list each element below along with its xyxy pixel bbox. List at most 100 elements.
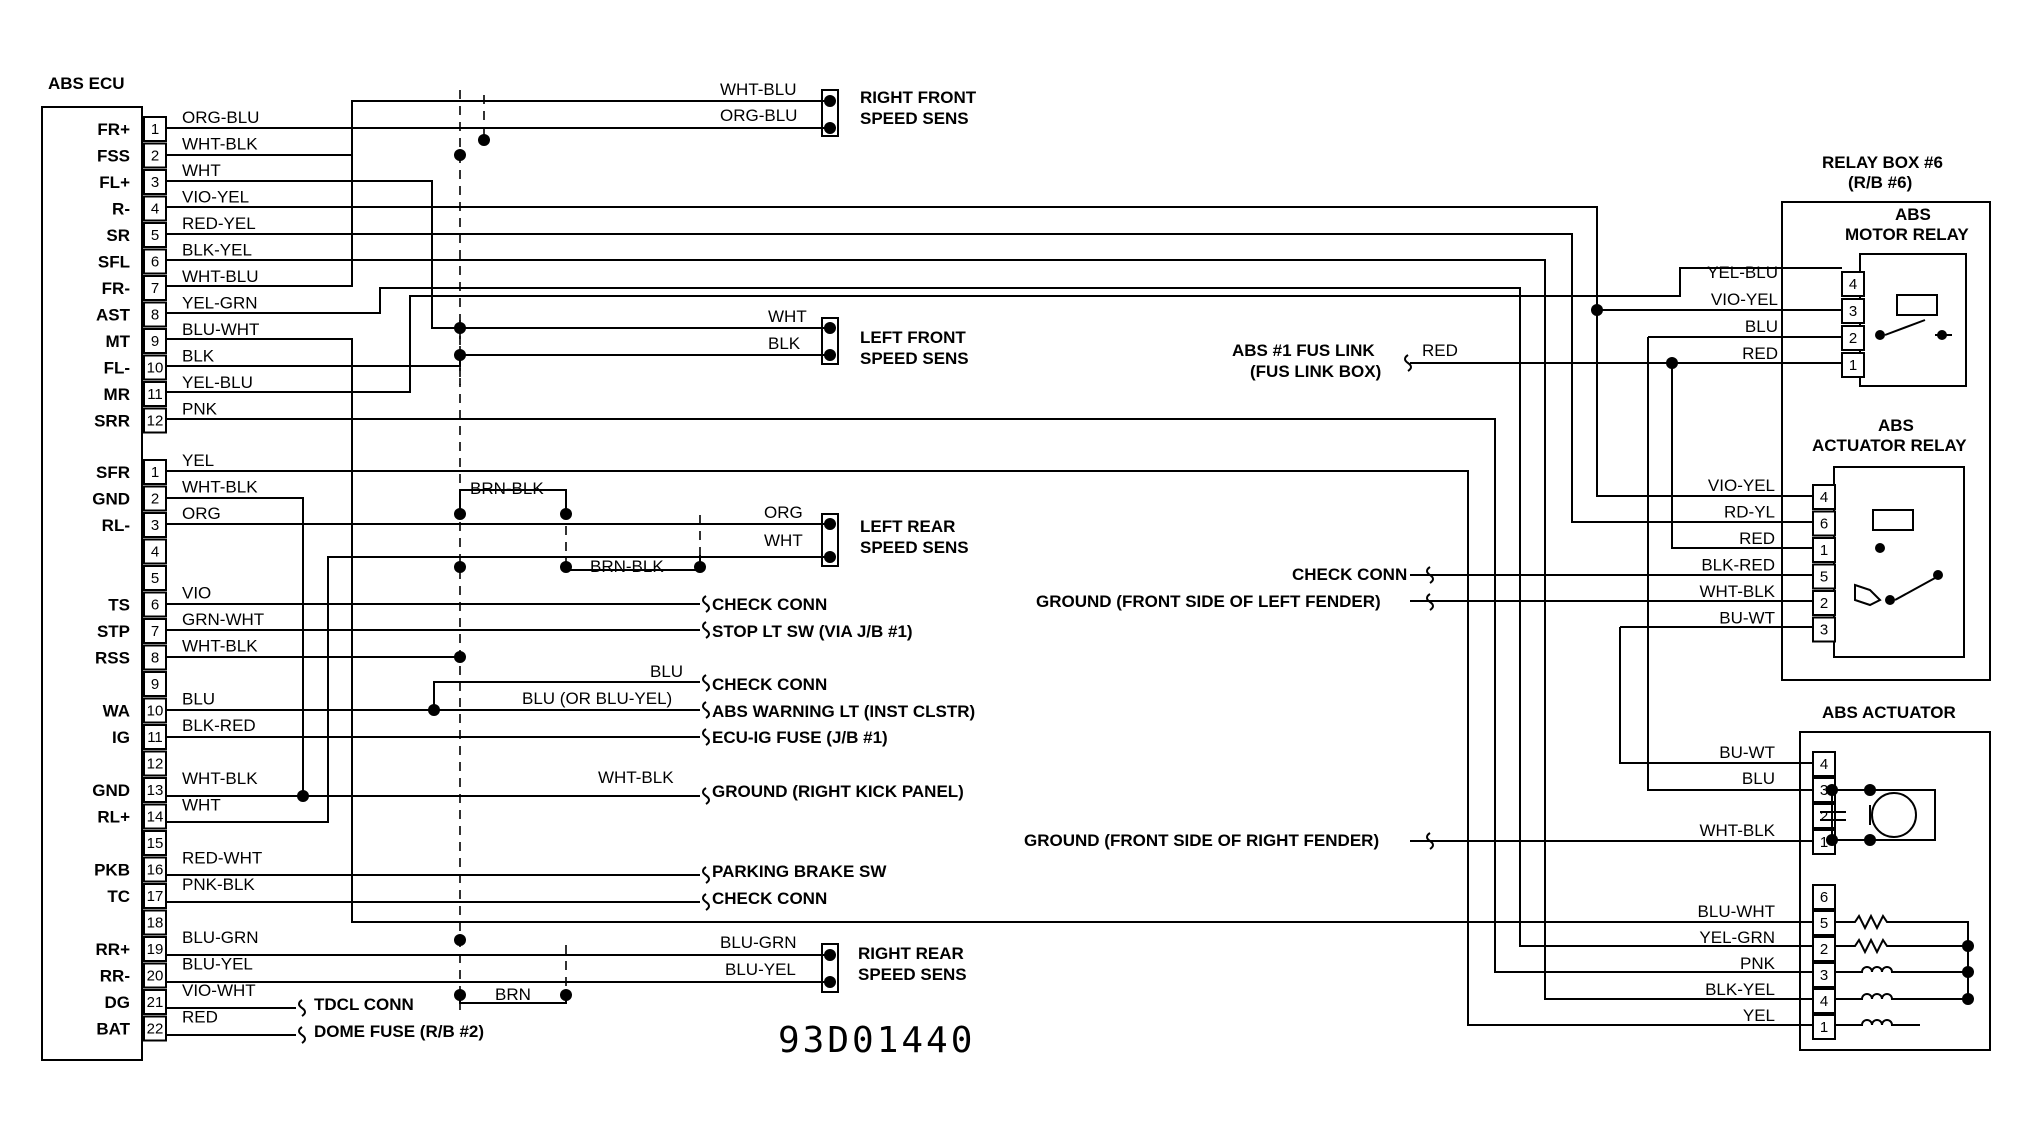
ecu-pin-number: 2 — [151, 148, 159, 165]
ecu-pin-number: 6 — [151, 254, 159, 271]
ecu-pin-box — [143, 248, 167, 275]
pin-number: 3 — [1849, 303, 1857, 320]
check-conn-right: CHECK CONN — [1292, 565, 1407, 584]
ecu-terminal-name: SFL — [98, 253, 130, 272]
wire-color-label: WHT-BLK — [182, 135, 258, 154]
pin-box — [1812, 910, 1836, 936]
ecu-pin-number: 3 — [151, 517, 159, 534]
dest-ground-kick-wire: WHT-BLK — [598, 768, 674, 787]
ecu-terminal-name: SR — [106, 226, 130, 245]
ecu-pin-number: 14 — [147, 809, 164, 826]
ecu-pin-number: 10 — [147, 360, 164, 377]
pin-wire-label: YEL — [1743, 1006, 1775, 1025]
ecu-terminal-name: RR- — [100, 967, 130, 986]
ecu-pin-box — [143, 909, 167, 936]
ecu-terminal-name: RR+ — [96, 940, 131, 959]
dest-check-conn-2-wire: BLU — [650, 662, 683, 681]
ecu-terminal-name: FR+ — [97, 120, 130, 139]
ground-left-fender: GROUND (FRONT SIDE OF LEFT FENDER) — [1036, 592, 1381, 611]
wires-connector-a — [166, 100, 1842, 1000]
rf-sensor-line1: RIGHT FRONT — [860, 88, 977, 107]
wire-color-label: VIO — [182, 584, 211, 603]
dest-check-conn-2: CHECK CONN — [712, 675, 827, 694]
lf-wire-top: WHT — [768, 307, 807, 326]
dest-abs-warning: ABS WARNING LT (INST CLSTR) — [712, 702, 975, 721]
pin-wire-label: BLU — [1742, 769, 1775, 788]
wire-color-label: ORG — [182, 504, 221, 523]
ecu-pin-box — [143, 830, 167, 856]
ecu-pin-box — [143, 328, 167, 354]
dest-ground-kick: GROUND (RIGHT KICK PANEL) — [712, 782, 964, 801]
pin-box — [1812, 803, 1836, 829]
ecu-terminal-name: IG — [112, 728, 130, 747]
wire-color-label: VIO-YEL — [182, 188, 249, 207]
rr-sensor-line2: SPEED SENS — [858, 965, 967, 984]
ecu-pin-box — [143, 381, 167, 407]
wire-color-label: WHT — [182, 796, 221, 815]
ecu-pin-box — [143, 777, 167, 803]
ecu-pin-box — [143, 750, 167, 777]
ecu-terminal-name: GND — [92, 490, 130, 509]
pin-number: 1 — [1820, 542, 1828, 559]
pin-wire-label: RD-YL — [1724, 503, 1775, 522]
pin-box — [1812, 751, 1836, 777]
pin-box — [1812, 962, 1836, 988]
actuator-relay-title-2: ACTUATOR RELAY — [1812, 436, 1967, 455]
ecu-pin-box — [143, 671, 167, 697]
lr-sensor-line1: LEFT REAR — [860, 517, 955, 536]
ecu-pin-number: 19 — [147, 941, 164, 958]
ecu-pin-number: 18 — [147, 915, 164, 932]
ecu-pin-number: 8 — [151, 650, 159, 667]
rr-wire-top: BLU-GRN — [720, 933, 797, 952]
relay-box-title-1: RELAY BOX #6 — [1822, 153, 1943, 172]
pin-box — [1812, 590, 1836, 616]
wire-color-label: RED-YEL — [182, 214, 256, 233]
ecu-terminal-name: GND — [92, 781, 130, 800]
fuse-link-wire: RED — [1422, 341, 1458, 360]
wire-color-label: BLK — [182, 347, 215, 366]
rr-shield: BRN — [495, 985, 531, 1004]
dest-parking-brake: PARKING BRAKE SW — [712, 862, 887, 881]
wires-connector-b — [166, 470, 1813, 1036]
wire-color-label: BLU-WHT — [182, 320, 259, 339]
ecu-pin-number: 8 — [151, 307, 159, 324]
wire-color-label: BLU-YEL — [182, 955, 253, 974]
ecu-terminal-name: FL+ — [99, 173, 130, 192]
ecu-pin-number: 5 — [151, 227, 159, 244]
ecu-terminal-name: RL+ — [97, 808, 130, 827]
ecu-pin-number: 4 — [151, 201, 159, 218]
ecu-terminal-name: TC — [107, 887, 130, 906]
dest-check-conn-3: CHECK CONN — [712, 889, 827, 908]
pin-number: 3 — [1820, 967, 1828, 984]
dest-stop-lt-sw: STOP LT SW (VIA J/B #1) — [712, 622, 913, 641]
pin-wire-label: BLK-YEL — [1705, 980, 1775, 999]
pin-number: 3 — [1820, 622, 1828, 639]
pin-wire-label: RED — [1739, 529, 1775, 548]
ecu-terminal-name: STP — [97, 622, 130, 641]
ecu-pin-number: 1 — [151, 464, 159, 481]
ecu-pin-number: 9 — [151, 676, 159, 693]
junction-dots — [297, 134, 706, 1001]
ecu-pin-number: 7 — [151, 623, 159, 640]
right-front-sensor: WHT-BLU ORG-BLU RIGHT FRONT SPEED SENS — [720, 80, 977, 137]
pin-box — [1841, 271, 1865, 297]
pin-wire-label: BLU — [1745, 317, 1778, 336]
pin-wire-label: BLK-RED — [1701, 556, 1775, 575]
wire-color-label: YEL-BLU — [182, 373, 253, 392]
pin-number: 5 — [1820, 569, 1828, 586]
rr-sensor-line1: RIGHT REAR — [858, 944, 964, 963]
ecu-terminal-name: WA — [103, 702, 130, 721]
ecu-pin-number: 13 — [147, 782, 164, 799]
ecu-terminal-name: MR — [104, 385, 130, 404]
ecu-pin-number: 12 — [147, 756, 164, 773]
ecu-pin-number: 17 — [147, 888, 164, 905]
ecu-title: ABS ECU — [48, 74, 125, 93]
ecu-pin-box — [143, 962, 167, 989]
ecu-terminal-name: R- — [112, 200, 130, 219]
lr-wire-bottom: WHT — [764, 531, 803, 550]
pin-wire-label: BLU-WHT — [1698, 902, 1775, 921]
wire-color-label: PNK — [182, 400, 218, 419]
pin-number: 4 — [1820, 489, 1828, 506]
wire-color-label: BLU — [182, 690, 215, 709]
ecu-terminal-name: MT — [105, 332, 130, 351]
